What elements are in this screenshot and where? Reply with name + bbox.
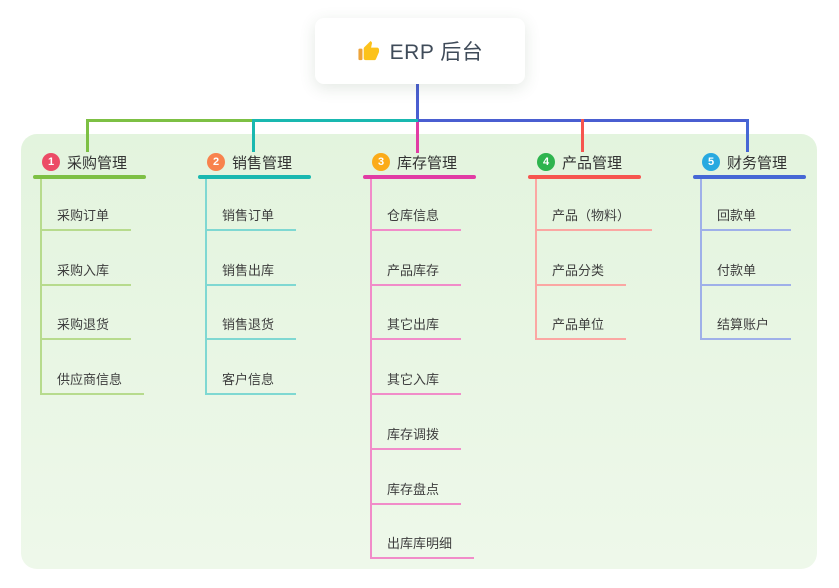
- branch-underline: [33, 175, 146, 179]
- child-topic[interactable]: 销售出库: [205, 263, 297, 286]
- root-connector-line: [416, 84, 419, 120]
- branch-spine-line: [535, 179, 537, 340]
- child-topic[interactable]: 销售退货: [205, 317, 297, 340]
- child-topic[interactable]: 采购入库: [40, 263, 132, 286]
- branch-inventory-header[interactable]: 3 库存管理: [372, 151, 457, 173]
- child-topic[interactable]: 产品分类: [535, 263, 627, 286]
- child-topic[interactable]: 仓库信息: [370, 208, 462, 231]
- child-topic[interactable]: 产品（物料）: [535, 208, 653, 231]
- branch5-drop-line: [746, 119, 749, 152]
- branch-sales-header[interactable]: 2 销售管理: [207, 151, 292, 173]
- root-node-label: ERP 后台: [389, 41, 484, 64]
- child-topic[interactable]: 供应商信息: [40, 372, 145, 395]
- branch-title: 库存管理: [397, 154, 458, 172]
- child-topic[interactable]: 产品单位: [535, 317, 627, 340]
- branch-title: 产品管理: [562, 154, 623, 172]
- mindmap-panel: [21, 134, 817, 569]
- branch-spine-line: [370, 179, 372, 559]
- branch-finance-header[interactable]: 5 财务管理: [702, 151, 787, 173]
- branch-number-badge: 4: [537, 153, 555, 171]
- child-topic[interactable]: 回款单: [700, 208, 791, 231]
- branch-title: 采购管理: [67, 154, 128, 172]
- child-topic[interactable]: 采购订单: [40, 208, 132, 231]
- branch-number-badge: 1: [42, 153, 60, 171]
- branch-underline: [363, 175, 476, 179]
- branch3-drop-line: [416, 122, 419, 153]
- branch-title: 财务管理: [727, 154, 788, 172]
- child-topic[interactable]: 库存盘点: [370, 482, 462, 505]
- root-node[interactable]: ERP 后台: [315, 18, 525, 84]
- child-topic[interactable]: 采购退货: [40, 317, 132, 340]
- branch-spine-line: [700, 179, 702, 340]
- branch-product-header[interactable]: 4 产品管理: [537, 151, 622, 173]
- branch-underline: [693, 175, 806, 179]
- branch2-drop-line: [252, 119, 255, 152]
- branch-spine-line: [205, 179, 207, 395]
- child-topic[interactable]: 库存调拨: [370, 427, 462, 450]
- child-topic[interactable]: 客户信息: [205, 372, 297, 395]
- branch-number-badge: 3: [372, 153, 390, 171]
- branch-title: 销售管理: [232, 154, 293, 172]
- branch2-horizontal-line: [254, 119, 418, 122]
- thumbs-up-icon: [357, 40, 380, 63]
- branch-purchase-header[interactable]: 1 采购管理: [42, 151, 127, 173]
- branch-underline: [198, 175, 311, 179]
- child-topic[interactable]: 销售订单: [205, 208, 297, 231]
- child-topic[interactable]: 付款单: [700, 263, 791, 286]
- child-topic[interactable]: 出库库明细: [370, 536, 475, 559]
- child-topic[interactable]: 其它入库: [370, 372, 462, 395]
- branch4-drop-line: [581, 119, 584, 152]
- child-topic[interactable]: 其它出库: [370, 317, 462, 340]
- branch1-horizontal-line: [86, 119, 254, 122]
- branch-spine-line: [40, 179, 42, 395]
- branch-number-badge: 2: [207, 153, 225, 171]
- branch1-drop-line: [86, 119, 89, 152]
- branch-number-badge: 5: [702, 153, 720, 171]
- branch-underline: [528, 175, 641, 179]
- child-topic[interactable]: 产品库存: [370, 263, 462, 286]
- child-topic[interactable]: 结算账户: [700, 317, 792, 340]
